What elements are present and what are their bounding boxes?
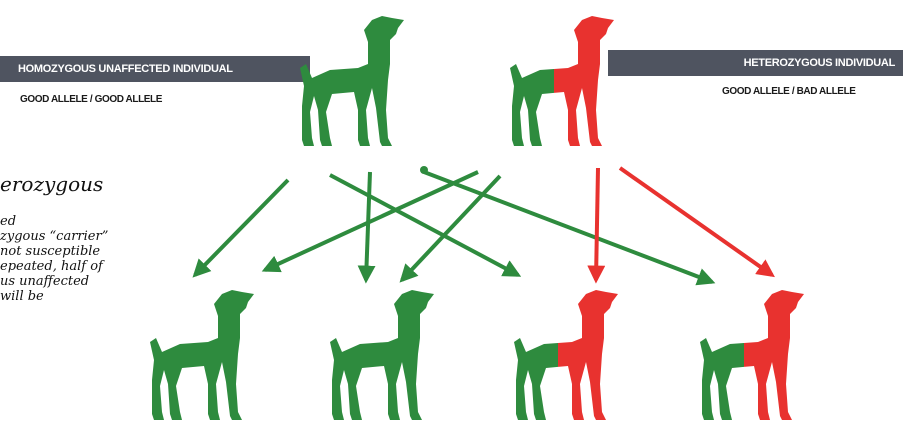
arrow-left-parent-to-offspring-2 — [366, 172, 370, 280]
offspring-1-dog-icon — [150, 290, 254, 420]
offspring-2-dog-icon — [330, 290, 434, 420]
arrow-left-parent-to-offspring-1 — [195, 180, 288, 275]
arrow-left-parent-to-offspring-4 — [424, 172, 712, 282]
arrow-right-parent-to-offspring-2 — [402, 176, 500, 280]
arrow-right-parent-to-offspring-3 — [596, 168, 598, 280]
parent-right-dog-icon — [510, 16, 614, 146]
parent-left-dog-icon — [300, 16, 404, 146]
offspring-3-dog-icon — [514, 290, 618, 420]
offspring-4-dog-icon — [700, 290, 804, 420]
arrow-right-parent-to-offspring-1 — [265, 172, 478, 270]
arrow-right-parent-to-offspring-4 — [620, 168, 772, 275]
